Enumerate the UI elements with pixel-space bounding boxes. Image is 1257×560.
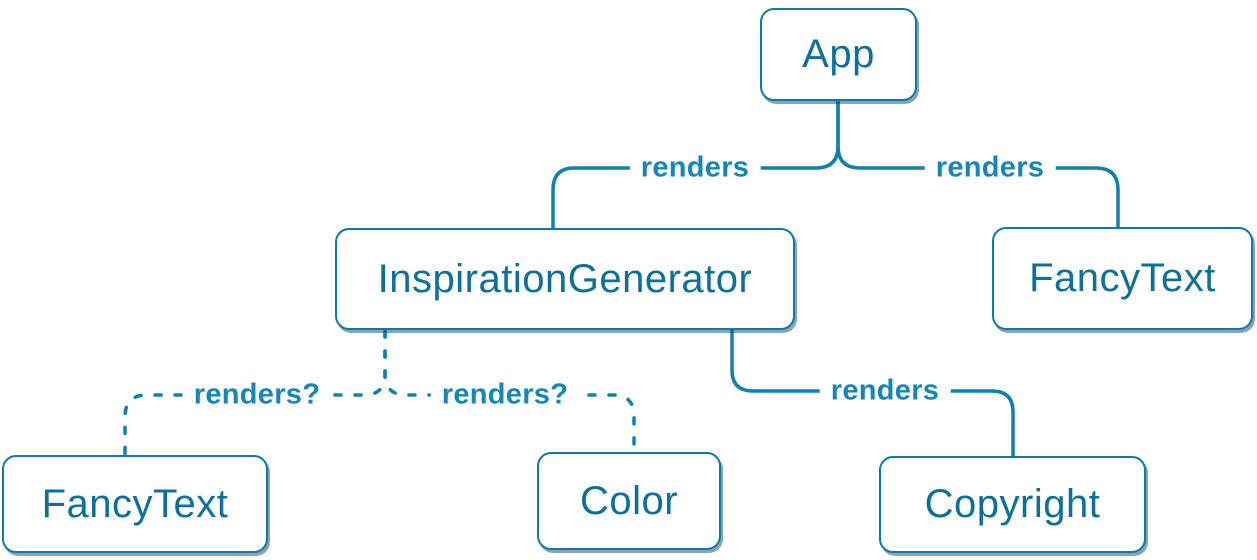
node-copyright: Copyright bbox=[879, 456, 1146, 553]
node-label: Color bbox=[579, 478, 679, 523]
node-fancy-text-top: FancyText bbox=[992, 227, 1253, 330]
node-label: App bbox=[802, 32, 875, 76]
edge-label-renders-color: renders? bbox=[430, 378, 580, 412]
edge-label-renders-fancytext-top: renders bbox=[924, 151, 1056, 185]
node-color: Color bbox=[537, 452, 721, 550]
node-label: InspirationGenerator bbox=[377, 256, 753, 301]
node-label: FancyText bbox=[41, 481, 229, 526]
edge-label-renders-fancytext-bottom: renders? bbox=[182, 378, 332, 412]
node-inspiration-generator: InspirationGenerator bbox=[335, 228, 795, 330]
edge-label-renders-copyright: renders bbox=[819, 374, 951, 408]
node-label: Copyright bbox=[924, 482, 1101, 526]
edge-label-renders-inspirationgenerator: renders bbox=[629, 151, 761, 185]
node-fancy-text-bottom: FancyText bbox=[2, 455, 268, 553]
node-label: FancyText bbox=[1029, 256, 1216, 300]
node-app: App bbox=[760, 8, 917, 101]
